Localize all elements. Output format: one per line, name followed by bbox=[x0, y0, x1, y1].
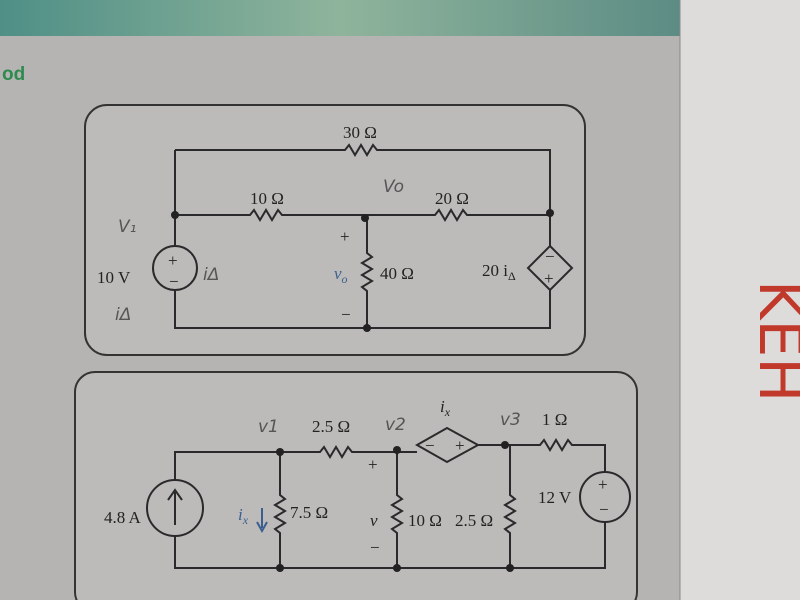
circuit-label: − bbox=[599, 500, 609, 519]
circuit-element bbox=[171, 211, 179, 219]
circuit-label: v bbox=[334, 264, 342, 283]
circuit-label: 7.5 Ω bbox=[290, 503, 328, 522]
circuit-label: v2 bbox=[385, 415, 406, 435]
circuit-element bbox=[174, 522, 606, 569]
page-edges bbox=[680, 0, 800, 600]
circuit-label: 4.8 A bbox=[104, 508, 142, 527]
circuit-element bbox=[506, 564, 514, 572]
circuit-element bbox=[393, 446, 401, 454]
circuit-label: 40 Ω bbox=[380, 264, 414, 283]
circuit-label: + bbox=[368, 455, 378, 474]
circuit-element bbox=[175, 143, 551, 213]
circuit-element bbox=[360, 218, 374, 328]
circuit-element bbox=[273, 452, 287, 568]
voltage-source-12v bbox=[579, 471, 631, 523]
circuit-label: 20 Ω bbox=[435, 189, 469, 208]
circuit-label: 2.5 Ω bbox=[455, 511, 493, 530]
circuit-element bbox=[503, 445, 517, 568]
arrow-up-icon bbox=[167, 488, 183, 525]
circuit-element bbox=[174, 150, 551, 329]
circuit-label: vo bbox=[334, 264, 348, 286]
circuit-label: 10 Ω bbox=[250, 189, 284, 208]
circuit-label: 20 iΔ bbox=[482, 261, 516, 283]
circuit-label: − bbox=[370, 538, 380, 557]
handwritten-margin-note: KEH bbox=[745, 280, 800, 402]
current-arrow-down-icon bbox=[256, 508, 268, 534]
circuit-1: + − − + 30 Ω 10 Ω 20 Ω 40 Ω 10 V 20 iΔ v… bbox=[84, 104, 586, 356]
circuit-element bbox=[276, 564, 284, 572]
circuit-label: − bbox=[425, 436, 435, 455]
circuit-label: i bbox=[440, 397, 445, 416]
circuit-2-frame bbox=[74, 371, 638, 600]
circuit-label: + bbox=[340, 227, 350, 246]
circuit-2: − + + − 2.5 Ω 1 Ω 7.5 Ω 10 Ω 2.5 Ω 12 V … bbox=[74, 371, 638, 600]
circuit-label: + bbox=[455, 436, 465, 455]
circuit-label: 1 Ω bbox=[542, 410, 567, 429]
circuit-element bbox=[276, 448, 284, 456]
circuit-label: i bbox=[238, 505, 243, 524]
circuit-label: + bbox=[544, 269, 554, 288]
circuit-label: Vo bbox=[383, 177, 404, 197]
circuit-label: − bbox=[545, 247, 555, 266]
circuit-element bbox=[361, 214, 369, 222]
circuit-label: x bbox=[444, 405, 451, 419]
circuit-label: 10 Ω bbox=[408, 511, 442, 530]
current-source-4-8a bbox=[146, 479, 204, 537]
section-heading: od bbox=[2, 64, 25, 85]
circuit-element bbox=[393, 564, 401, 572]
circuit-element bbox=[175, 208, 550, 222]
circuit-label: 30 Ω bbox=[343, 123, 377, 142]
circuit-element bbox=[546, 209, 554, 217]
circuit-label: 12 V bbox=[538, 488, 572, 507]
cover-image-strip bbox=[0, 0, 680, 36]
circuit-label: x bbox=[242, 513, 249, 527]
circuit-label: v bbox=[370, 511, 378, 530]
circuit-element bbox=[501, 441, 509, 449]
voltage-source-10v bbox=[152, 245, 198, 291]
circuit-label: 20 i bbox=[482, 261, 508, 280]
circuit-element bbox=[390, 450, 404, 568]
circuit-label: V₁ bbox=[118, 217, 136, 237]
circuit-element bbox=[363, 324, 371, 332]
circuit-label: + bbox=[168, 251, 178, 270]
circuit-label: − bbox=[341, 305, 351, 324]
dependent-voltage-source bbox=[414, 426, 481, 464]
circuit-label: Δ bbox=[508, 269, 516, 283]
circuit-label: + bbox=[598, 475, 608, 494]
circuit-element bbox=[174, 438, 606, 480]
circuit-label: ix bbox=[238, 505, 249, 527]
circuit-label: 10 V bbox=[97, 268, 131, 287]
circuit-label: iΔ bbox=[115, 305, 131, 325]
circuit-1-frame bbox=[84, 104, 586, 356]
circuit-label: iΔ bbox=[203, 265, 219, 285]
circuit-label: v3 bbox=[500, 410, 521, 430]
circuit-label: o bbox=[342, 272, 348, 286]
dependent-voltage-source bbox=[526, 244, 574, 292]
circuit-label: − bbox=[169, 272, 179, 291]
circuit-label: ix bbox=[440, 397, 451, 419]
circuit-label: v1 bbox=[258, 417, 279, 437]
circuit-label: 2.5 Ω bbox=[312, 417, 350, 436]
